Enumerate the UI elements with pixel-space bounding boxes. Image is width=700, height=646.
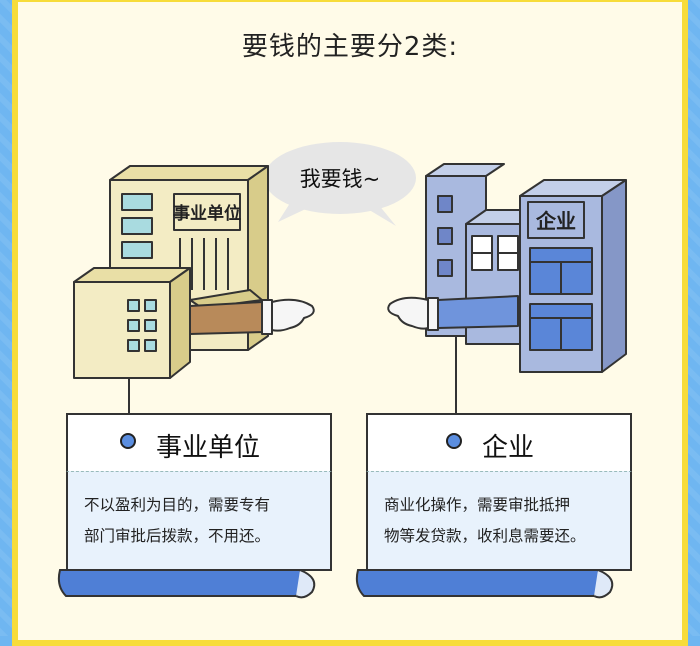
speech-bubble-text: 我要钱~ — [300, 167, 381, 191]
description-line: 不以盈利为目的，需要专有 — [84, 496, 271, 514]
category-card-shiye-desc: 不以盈利为目的，需要专有 部门审批后拨款，不用还。 — [66, 471, 332, 571]
left-building-sign: 事业单位 — [173, 203, 241, 224]
left-building-icon: 事业单位 — [73, 165, 315, 379]
right-building-sign: 企业 — [535, 209, 576, 233]
description-line: 商业化操作，需要审批抵押 — [384, 496, 571, 514]
category-description: 商业化操作，需要审批抵押 物等发贷款，收利息需要还。 — [384, 490, 620, 552]
category-label: 事业单位 — [156, 433, 261, 463]
right-scroll-bottom — [355, 569, 614, 599]
description-line: 部门审批后拨款，不用还。 — [84, 527, 271, 545]
category-dot-icon — [120, 433, 136, 449]
right-building-icon: 企业 — [387, 163, 627, 373]
left-scroll-bottom — [57, 569, 316, 599]
page-title: 要钱的主要分2类: — [241, 32, 459, 62]
category-label: 企业 — [482, 433, 535, 463]
category-description: 不以盈利为目的，需要专有 部门审批后拨款，不用还。 — [84, 490, 320, 552]
category-dot-icon — [446, 433, 462, 449]
speech-bubble: 我要钱~ — [264, 142, 416, 226]
description-line: 物等发贷款，收利息需要还。 — [384, 527, 586, 545]
category-card-qiye-header: 企业 — [366, 413, 632, 471]
category-card-qiye-desc: 商业化操作，需要审批抵押 物等发贷款，收利息需要还。 — [366, 471, 632, 571]
category-card-shiye-header: 事业单位 — [66, 413, 332, 471]
